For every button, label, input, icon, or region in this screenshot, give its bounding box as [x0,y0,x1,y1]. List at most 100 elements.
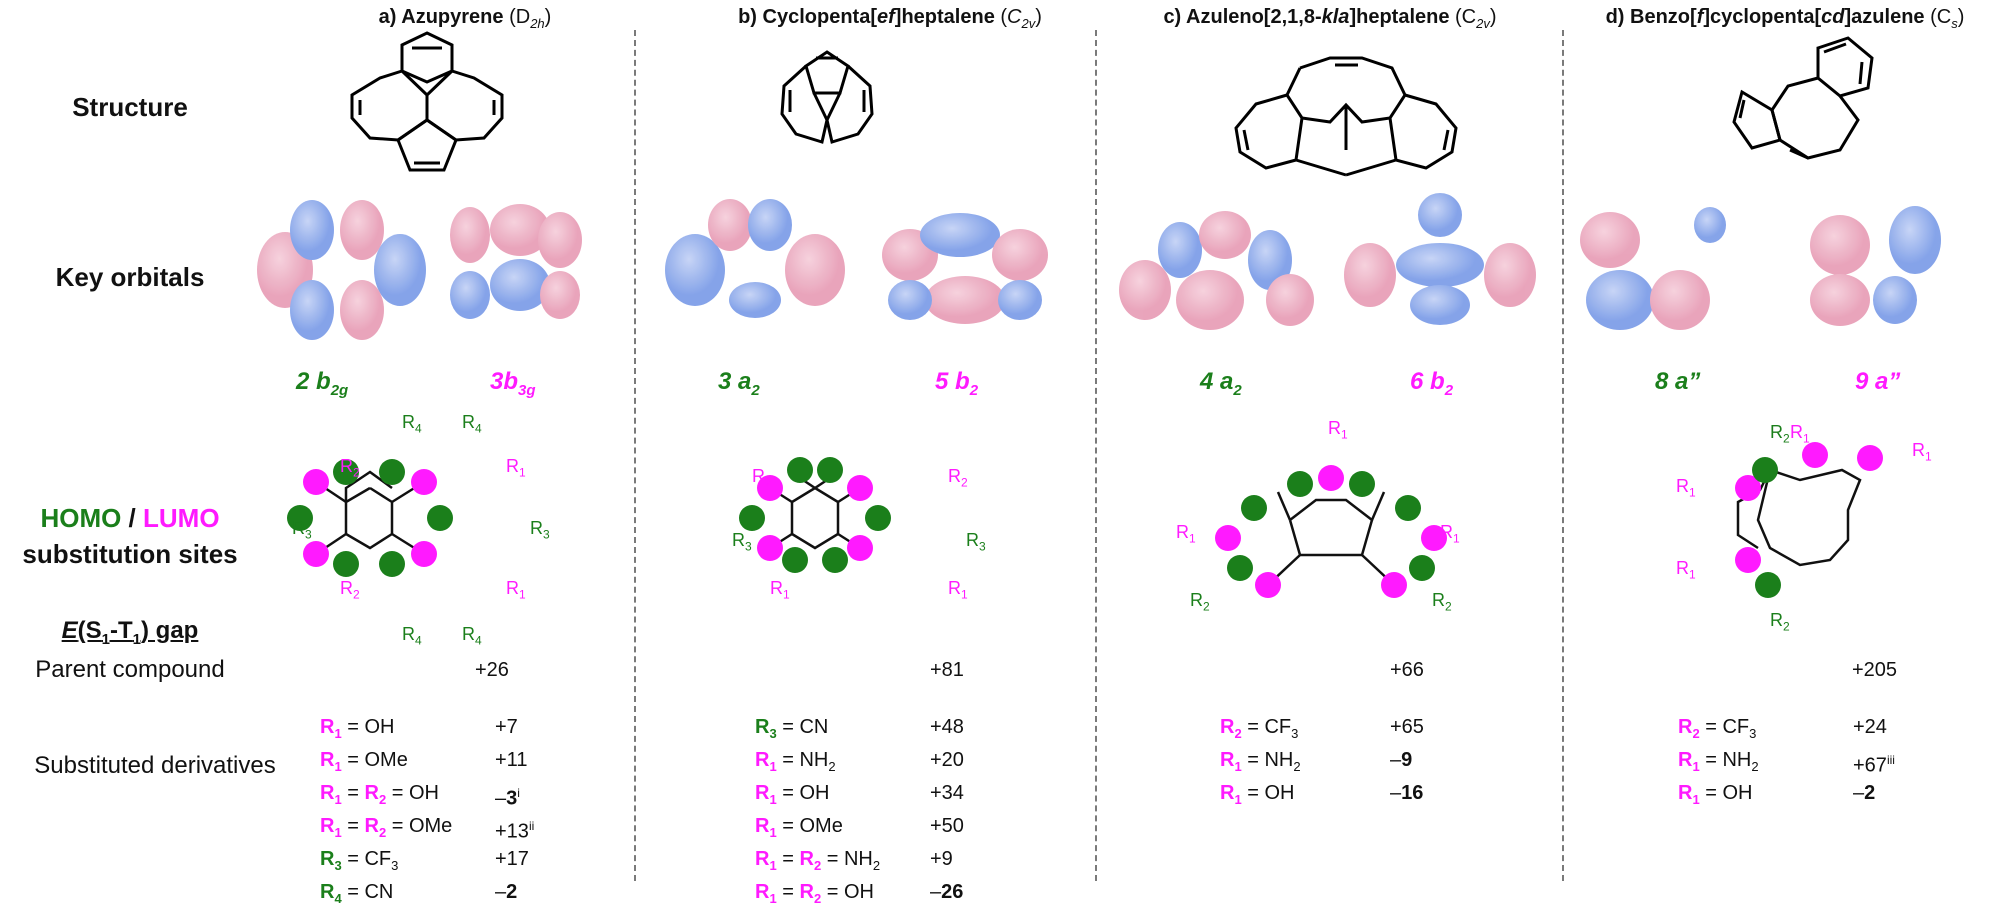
derivative-row: R1 = OH +34 [755,780,964,813]
derivative-row: R1 = OMe+11 [320,747,534,780]
derivative-gap-value: +17 [495,848,529,870]
derivative-row: R1 = R2 = OH –26 [755,879,964,912]
parent-gap-b: +81 [930,659,964,681]
r-label: R2 [1190,590,1210,614]
homo-site-marker [1241,495,1267,521]
lumo-site-marker [1735,547,1761,573]
derivative-gap-value: –3i [495,786,520,810]
homo-site-marker [865,505,891,531]
r-label: R2 [948,466,968,490]
header-b: b) Cyclopenta[ef]heptalene (C2v) [738,6,1042,31]
lumo-site-marker [1215,525,1241,551]
r-label: R1 [1176,522,1196,546]
derivative-substituent: R1 = OH [755,782,830,807]
orbital-label-c-lumo: 6 b2 [1410,368,1454,399]
r-label: R2 [340,456,360,480]
separator-2 [1095,30,1097,881]
orbital-plots [257,193,1941,340]
orbital-b-homo [665,199,845,318]
derivative-gap-value: +9 [930,848,953,870]
homo-word: HOMO [40,503,122,533]
derivative-gap-value: +13ii [495,819,535,843]
derivative-row: R1 = OH–16 [1220,780,1424,813]
derivative-substituent: R1 = R2 = OH [320,782,439,807]
lumo-site-marker [757,535,783,561]
orbital-label-d-homo: 8 a” [1655,368,1701,395]
derivative-substituent: R1 = R2 = NH2 [755,848,881,873]
lumo-site-marker [757,475,783,501]
homo-site-marker [782,547,808,573]
slash-word: / [121,503,143,533]
derivative-row: R1 = OMe +50 [755,813,964,846]
lumo-word: LUMO [143,503,220,533]
homo-site-marker [739,505,765,531]
r-label: R3 [530,518,550,542]
orbital-label-a-homo: 2 b2g [296,368,349,399]
r-label: R1 [1790,422,1810,446]
r-label: R4 [462,412,482,436]
derivative-gap-value: +11 [495,749,528,771]
orbital-d-homo [1580,207,1726,330]
orbital-label-b-homo: 3 a2 [718,368,760,399]
derivative-gap-value: –16 [1390,782,1424,804]
derivative-substituent: R1 = R2 = OH [755,881,874,906]
row-label-derivatives: Substituted derivatives [34,752,276,779]
lumo-site-marker [1318,465,1344,491]
orbital-d-lumo [1810,206,1941,326]
homo-site-marker [287,505,313,531]
orbital-b-lumo [882,213,1048,324]
r-label: R3 [732,530,752,554]
derivative-gap-value: –26 [930,881,964,903]
homo-site-marker [817,457,843,483]
orbital-label-b-lumo: 5 b2 [935,368,979,399]
orbital-c-lumo [1344,193,1536,325]
derivative-gap-value: +24 [1853,716,1887,738]
homo-site-marker [1409,555,1435,581]
derivative-substituent: R3 = CF3 [320,848,399,873]
orbital-a-homo [257,200,426,340]
header-a-name: a) Azupyrene [378,6,504,28]
homo-site-marker [1287,471,1313,497]
homo-site-marker [1755,572,1781,598]
r-label: R1 [1912,440,1932,464]
derivative-gap-value: +50 [930,815,964,837]
r-label: R2 [752,466,772,490]
derivative-gap-value: –2 [495,881,518,903]
lumo-site-marker [1735,475,1761,501]
homo-site-marker [379,551,405,577]
derivative-gap-value: +34 [930,782,964,804]
derivative-gap-value: –2 [1853,782,1876,804]
homo-site-marker [333,459,359,485]
r-label: R2 [1770,422,1790,446]
derivative-row: R3 = CN+48 [755,714,964,747]
parent-gap-d: +205 [1852,659,1898,681]
homo-site-marker [822,547,848,573]
derivative-row: R3 = CF3 +17 [320,846,534,879]
r-label: R1 [1676,476,1696,500]
r-label: R1 [506,456,526,480]
homo-site-marker [379,459,405,485]
derivative-substituent: R1 = OMe [755,815,843,840]
orbital-c-homo [1119,211,1314,330]
r-label: R2 [1432,590,1452,614]
derivative-row: R1 = OH–2 [1678,780,1895,813]
r-label: R3 [966,530,986,554]
derivative-substituent: R1 = R2 = OMe [320,815,453,840]
r-label: R1 [1440,522,1460,546]
derivative-substituent: R1 = NH2 [1220,749,1301,774]
homo-site-marker [787,457,813,483]
r-label: R1 [1676,558,1696,582]
derivative-row: R4 = CN–2 [320,879,534,912]
orbital-label-d-lumo: 9 a” [1855,368,1901,395]
r-label: R4 [402,412,422,436]
derivative-row: R1 = NH2–9 [1220,747,1424,780]
derivative-gap-value: +20 [930,749,964,771]
lumo-site-marker [1857,445,1883,471]
orbital-a-lumo [450,204,582,319]
derivative-row: R2 = CF3+65 [1220,714,1424,747]
derivative-substituent: R1 = NH2 [1678,749,1759,774]
derivative-row: R1 = OH+7 [320,714,534,747]
